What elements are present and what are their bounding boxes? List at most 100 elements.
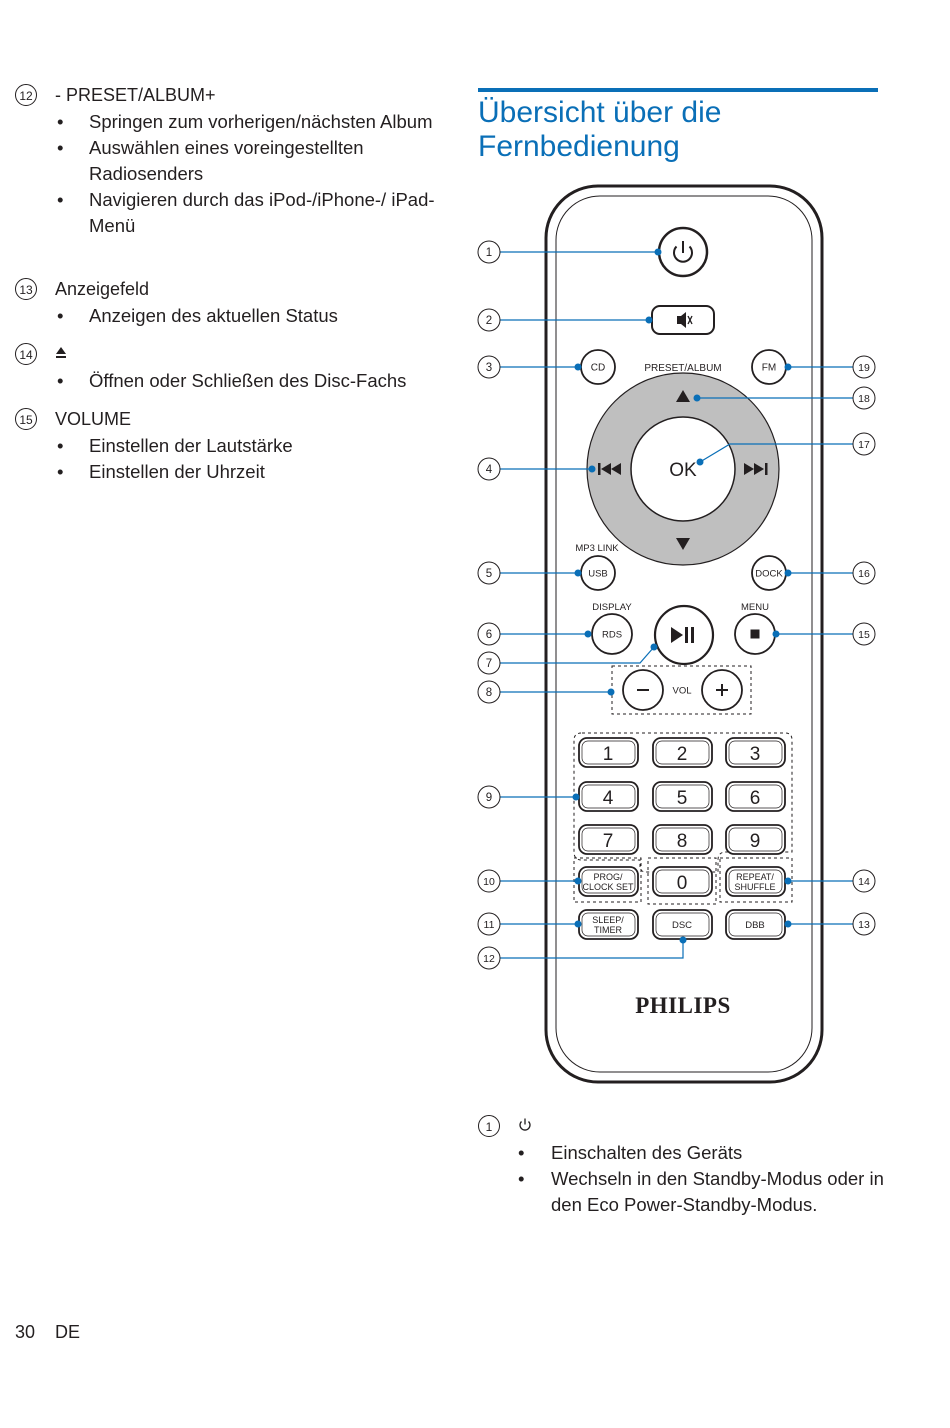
callout-number: 9 bbox=[486, 792, 492, 804]
bullet-list: Springen zum vorherigen/nächsten Album A… bbox=[15, 109, 435, 239]
callout-number: 13 bbox=[858, 919, 870, 931]
rds-label: RDS bbox=[602, 630, 622, 641]
prog-label-line2: CLOCK SET bbox=[582, 882, 634, 892]
digit-key-8[interactable]: 8 bbox=[652, 824, 713, 855]
up-arrow-icon[interactable] bbox=[676, 390, 690, 402]
digit-key-7[interactable]: 7 bbox=[578, 824, 639, 855]
callout-4: 4 bbox=[477, 457, 501, 481]
play-pause-icon bbox=[671, 627, 694, 643]
repeat-label-line2: SHUFFLE bbox=[734, 882, 775, 892]
item-eject: 14 Öffnen oder Schließen des Disc-Fachs bbox=[15, 342, 435, 394]
callout-number: 12 bbox=[483, 953, 495, 965]
callout-number: 8 bbox=[486, 687, 492, 699]
item-display-panel: 13 Anzeigefeld Anzeigen des aktuellen St… bbox=[15, 277, 435, 329]
item-volume: 15 VOLUME Einstellen der Lautstärke Eins… bbox=[15, 407, 435, 485]
bullet-item: Öffnen oder Schließen des Disc-Fachs bbox=[15, 368, 435, 394]
bullet-item: Einstellen der Lautstärke bbox=[15, 433, 435, 459]
bullet-list: Anzeigen des aktuellen Status bbox=[15, 303, 435, 329]
dbb-label: DBB bbox=[745, 920, 765, 931]
callout-15: 15 bbox=[852, 622, 876, 646]
display-label: DISPLAY bbox=[592, 602, 632, 613]
language-code: DE bbox=[55, 1322, 81, 1342]
callout-6: 6 bbox=[477, 622, 501, 646]
callout-13: 13 bbox=[852, 912, 876, 936]
zero-group-outline bbox=[647, 857, 717, 905]
callout-8: 8 bbox=[477, 680, 501, 704]
digit-label: 5 bbox=[677, 788, 688, 809]
callout-18: 18 bbox=[852, 386, 876, 410]
eject-icon bbox=[55, 346, 67, 362]
section-title: Übersicht über die Fernbedienung bbox=[478, 96, 898, 164]
item-preset-album: 12 - PRESET/ALBUM+ Springen zum vorherig… bbox=[15, 83, 435, 239]
callout-number: 15 bbox=[858, 629, 870, 641]
callout-3: 3 bbox=[477, 355, 501, 379]
bullet-list: Öffnen oder Schließen des Disc-Fachs bbox=[15, 368, 435, 394]
callout-number: 4 bbox=[486, 464, 493, 476]
sleep-label-line1: SLEEP/ bbox=[592, 915, 624, 925]
bullet-item: Einschalten des Geräts bbox=[478, 1140, 898, 1166]
dsc-label: DSC bbox=[672, 920, 692, 931]
rds-button[interactable] bbox=[591, 613, 633, 655]
dock-label: DOCK bbox=[755, 569, 783, 580]
callout-14: 14 bbox=[852, 869, 876, 893]
digit-key-3[interactable]: 3 bbox=[725, 737, 786, 768]
mute-icon bbox=[677, 312, 693, 328]
digit-label: 8 bbox=[677, 831, 688, 852]
callout-number: 6 bbox=[486, 629, 492, 641]
bullet-item: Anzeigen des aktuellen Status bbox=[15, 303, 435, 329]
callout-number: 7 bbox=[486, 658, 492, 670]
sleep-timer-button[interactable]: SLEEP/ TIMER bbox=[578, 909, 639, 940]
prog-group-outline bbox=[573, 857, 642, 903]
fm-label: FM bbox=[762, 363, 776, 374]
digit-key-2[interactable]: 2 bbox=[652, 737, 713, 768]
digit-key-0[interactable]: 0 bbox=[652, 866, 713, 897]
down-arrow-icon[interactable] bbox=[676, 538, 690, 550]
digit-key-4[interactable]: 4 bbox=[578, 781, 639, 812]
bullet-list: Einstellen der Lautstärke Einstellen der… bbox=[15, 433, 435, 485]
preset-album-label: PRESET/ALBUM bbox=[644, 363, 721, 374]
callout-number: 1 bbox=[486, 247, 492, 259]
callout-number: 5 bbox=[486, 568, 492, 580]
item-title: VOLUME bbox=[55, 408, 132, 429]
prog-label-line1: PROG/ bbox=[593, 872, 623, 882]
callout-number: 14 bbox=[15, 343, 37, 365]
callout-19: 19 bbox=[852, 355, 876, 379]
repeat-shuffle-button[interactable]: REPEAT/ SHUFFLE bbox=[725, 866, 786, 897]
power-icon bbox=[673, 241, 693, 263]
item-power: 1 Einschalten des Geräts Wechseln in den… bbox=[478, 1114, 898, 1218]
cd-label: CD bbox=[591, 363, 605, 374]
ok-button[interactable] bbox=[630, 416, 736, 522]
callout-number: 18 bbox=[858, 393, 870, 405]
ok-label: OK bbox=[669, 460, 697, 481]
sleep-label-line2: TIMER bbox=[594, 925, 622, 935]
repeat-label-line1: REPEAT/ bbox=[736, 872, 774, 882]
callout-2: 2 bbox=[477, 308, 501, 332]
digit-key-9[interactable]: 9 bbox=[725, 824, 786, 855]
usb-label: USB bbox=[588, 569, 608, 580]
callout-number: 12 bbox=[15, 84, 37, 106]
digit-key-1[interactable]: 1 bbox=[578, 737, 639, 768]
callout-1: 1 bbox=[477, 240, 501, 264]
previous-icon[interactable] bbox=[598, 463, 621, 475]
callout-number: 14 bbox=[858, 876, 870, 888]
play-pause-button[interactable] bbox=[653, 604, 715, 666]
callout-5: 5 bbox=[477, 561, 501, 585]
digit-label: 6 bbox=[750, 788, 761, 809]
digit-label: 4 bbox=[603, 788, 614, 809]
dbb-button[interactable]: DBB bbox=[725, 909, 786, 940]
callout-number: 13 bbox=[15, 278, 37, 300]
digit-key-6[interactable]: 6 bbox=[725, 781, 786, 812]
dsc-button[interactable]: DSC bbox=[652, 909, 713, 940]
minus-icon bbox=[637, 689, 649, 691]
digit-label: 7 bbox=[603, 831, 614, 852]
callout-number: 19 bbox=[858, 362, 870, 374]
callout-number: 2 bbox=[486, 315, 492, 327]
callout-number: 1 bbox=[478, 1115, 500, 1137]
item-title: Anzeigefeld bbox=[55, 278, 150, 299]
bullet-item: Einstellen der Uhrzeit bbox=[15, 459, 435, 485]
next-icon[interactable] bbox=[744, 463, 768, 475]
bullet-item: Springen zum vorherigen/nächsten Album bbox=[15, 109, 435, 135]
prog-clock-set-button[interactable]: PROG/ CLOCK SET bbox=[578, 866, 639, 897]
callout-12: 12 bbox=[477, 946, 501, 970]
digit-key-5[interactable]: 5 bbox=[652, 781, 713, 812]
